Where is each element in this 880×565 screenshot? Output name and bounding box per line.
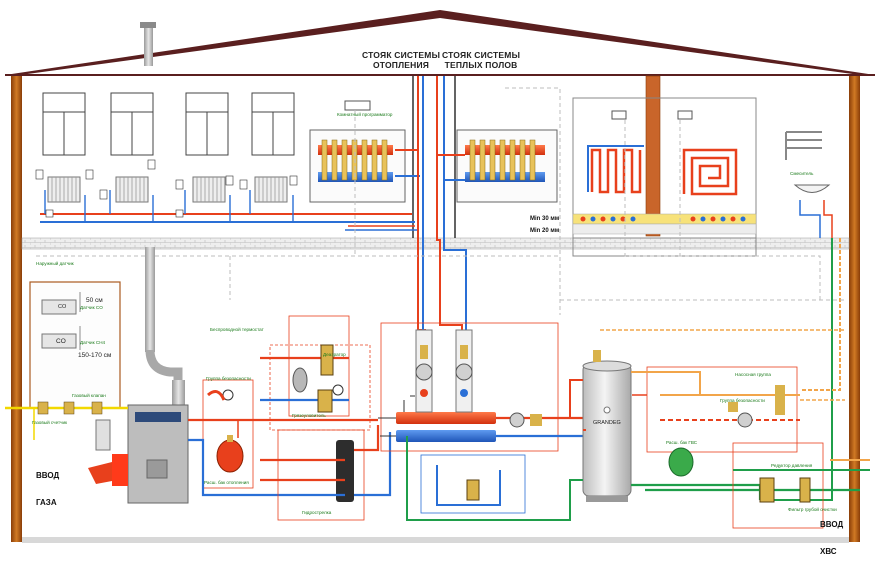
right-wall bbox=[849, 76, 860, 542]
safety-group-label: Группа безопасности bbox=[720, 398, 765, 403]
deaerator-label: Деаэратор bbox=[323, 352, 346, 357]
distance-50-label: 50 см bbox=[86, 297, 103, 304]
dhw-group bbox=[631, 366, 870, 529]
wireless-thermostat-label: Беспроводной термостат bbox=[210, 327, 264, 332]
window bbox=[251, 92, 295, 156]
heating-scheme-diagram bbox=[5, 10, 875, 543]
dhw-tank bbox=[569, 350, 632, 505]
gas-valve-label: Газовый клапан bbox=[72, 393, 106, 398]
pump-group bbox=[455, 329, 473, 413]
floor-riser-line1: СТОЯК СИСТЕМЫ bbox=[442, 50, 521, 60]
floor-riser-line2: ТЕПЛЫХ ПОЛОВ bbox=[444, 60, 518, 70]
water-entry-line2: ХВС bbox=[820, 547, 837, 556]
heating-riser-line2: ОТОПЛЕНИЯ bbox=[373, 60, 430, 70]
chimney-cap bbox=[140, 22, 156, 28]
spiral-loop bbox=[682, 148, 738, 196]
ground-slab bbox=[22, 537, 849, 543]
gas-meter-label: Газовый счетчик bbox=[32, 420, 68, 425]
floor-heating bbox=[437, 97, 757, 257]
hot-collector bbox=[396, 412, 496, 424]
dhw-brand-label: GRANDEG bbox=[593, 420, 621, 426]
filter-label: Фильтр грубой очистки bbox=[788, 507, 837, 512]
cold-collector bbox=[396, 430, 496, 442]
radiator bbox=[192, 176, 226, 203]
dirt-separator-label: Грязеуловитель bbox=[292, 413, 326, 418]
separator-group bbox=[260, 315, 392, 521]
co-sensor-label: Датчик CO bbox=[80, 305, 103, 310]
reducer-label: Редуктор давления bbox=[771, 463, 813, 468]
heating-riser-line1: СТОЯК СИСТЕМЫ bbox=[362, 50, 441, 60]
radiator bbox=[47, 176, 81, 203]
gas-entry-label: ВВОД ГАЗА bbox=[36, 453, 59, 516]
mixer-label: Смеситель bbox=[790, 171, 814, 176]
dhw-expansion-tank bbox=[668, 447, 694, 477]
serpentine-loop bbox=[590, 148, 642, 194]
riser-pipes bbox=[417, 76, 467, 345]
window bbox=[42, 92, 86, 156]
chimney bbox=[144, 28, 153, 66]
outdoor-sensor-label: Наружный датчик bbox=[36, 261, 74, 266]
heating-riser-label: СТОЯК СИСТЕМЫ ОТОПЛЕНИЯ bbox=[362, 50, 440, 70]
co-small-label: CO bbox=[58, 304, 67, 310]
gas-entry-line1: ВВОД bbox=[36, 471, 60, 480]
distribution-group bbox=[378, 322, 600, 521]
control-wiring bbox=[36, 87, 845, 315]
min-20-label: Min 20 мм bbox=[530, 228, 560, 234]
boiler-room bbox=[5, 247, 189, 504]
boiler-safety-group bbox=[188, 379, 288, 497]
flue bbox=[645, 75, 661, 237]
ch4-sensor-label: Датчик CH4 bbox=[80, 340, 106, 345]
hydraulic-separator bbox=[336, 440, 354, 502]
left-wall bbox=[11, 76, 22, 542]
boiler-group-label: Группа безопасности bbox=[206, 376, 251, 381]
window bbox=[185, 92, 229, 156]
dhw-recirculation bbox=[600, 329, 845, 401]
expansion-tank bbox=[216, 439, 244, 473]
windows bbox=[42, 92, 295, 156]
dhw-tank-label: Расш. бак ГВС bbox=[666, 440, 698, 445]
pump-group bbox=[415, 329, 433, 413]
radiator bbox=[115, 176, 149, 203]
min-30-label: Min 30 мм bbox=[530, 216, 560, 222]
building bbox=[5, 10, 875, 543]
radiator bbox=[254, 176, 288, 203]
co-label: CO bbox=[56, 338, 66, 345]
floor-riser-label: СТОЯК СИСТЕМЫ ТЕПЛЫХ ПОЛОВ bbox=[442, 50, 520, 70]
bathroom bbox=[760, 131, 841, 501]
sink bbox=[793, 184, 831, 193]
thermostat-label: Комнатный программатор bbox=[337, 112, 393, 117]
pump-group-label: Насосная группа bbox=[735, 372, 771, 377]
gas-entry-line2: ГАЗА bbox=[36, 498, 57, 507]
towel-rail bbox=[785, 131, 822, 160]
floor-slab bbox=[21, 237, 850, 250]
water-entry-line1: ВВОД bbox=[820, 520, 844, 529]
expansion-tank-label: Расш. бак отопления bbox=[204, 480, 249, 485]
hydro-arrow-label: Гидрострелка bbox=[302, 510, 332, 515]
distance-150-label: 150-170 см bbox=[78, 352, 112, 359]
window bbox=[110, 92, 154, 156]
